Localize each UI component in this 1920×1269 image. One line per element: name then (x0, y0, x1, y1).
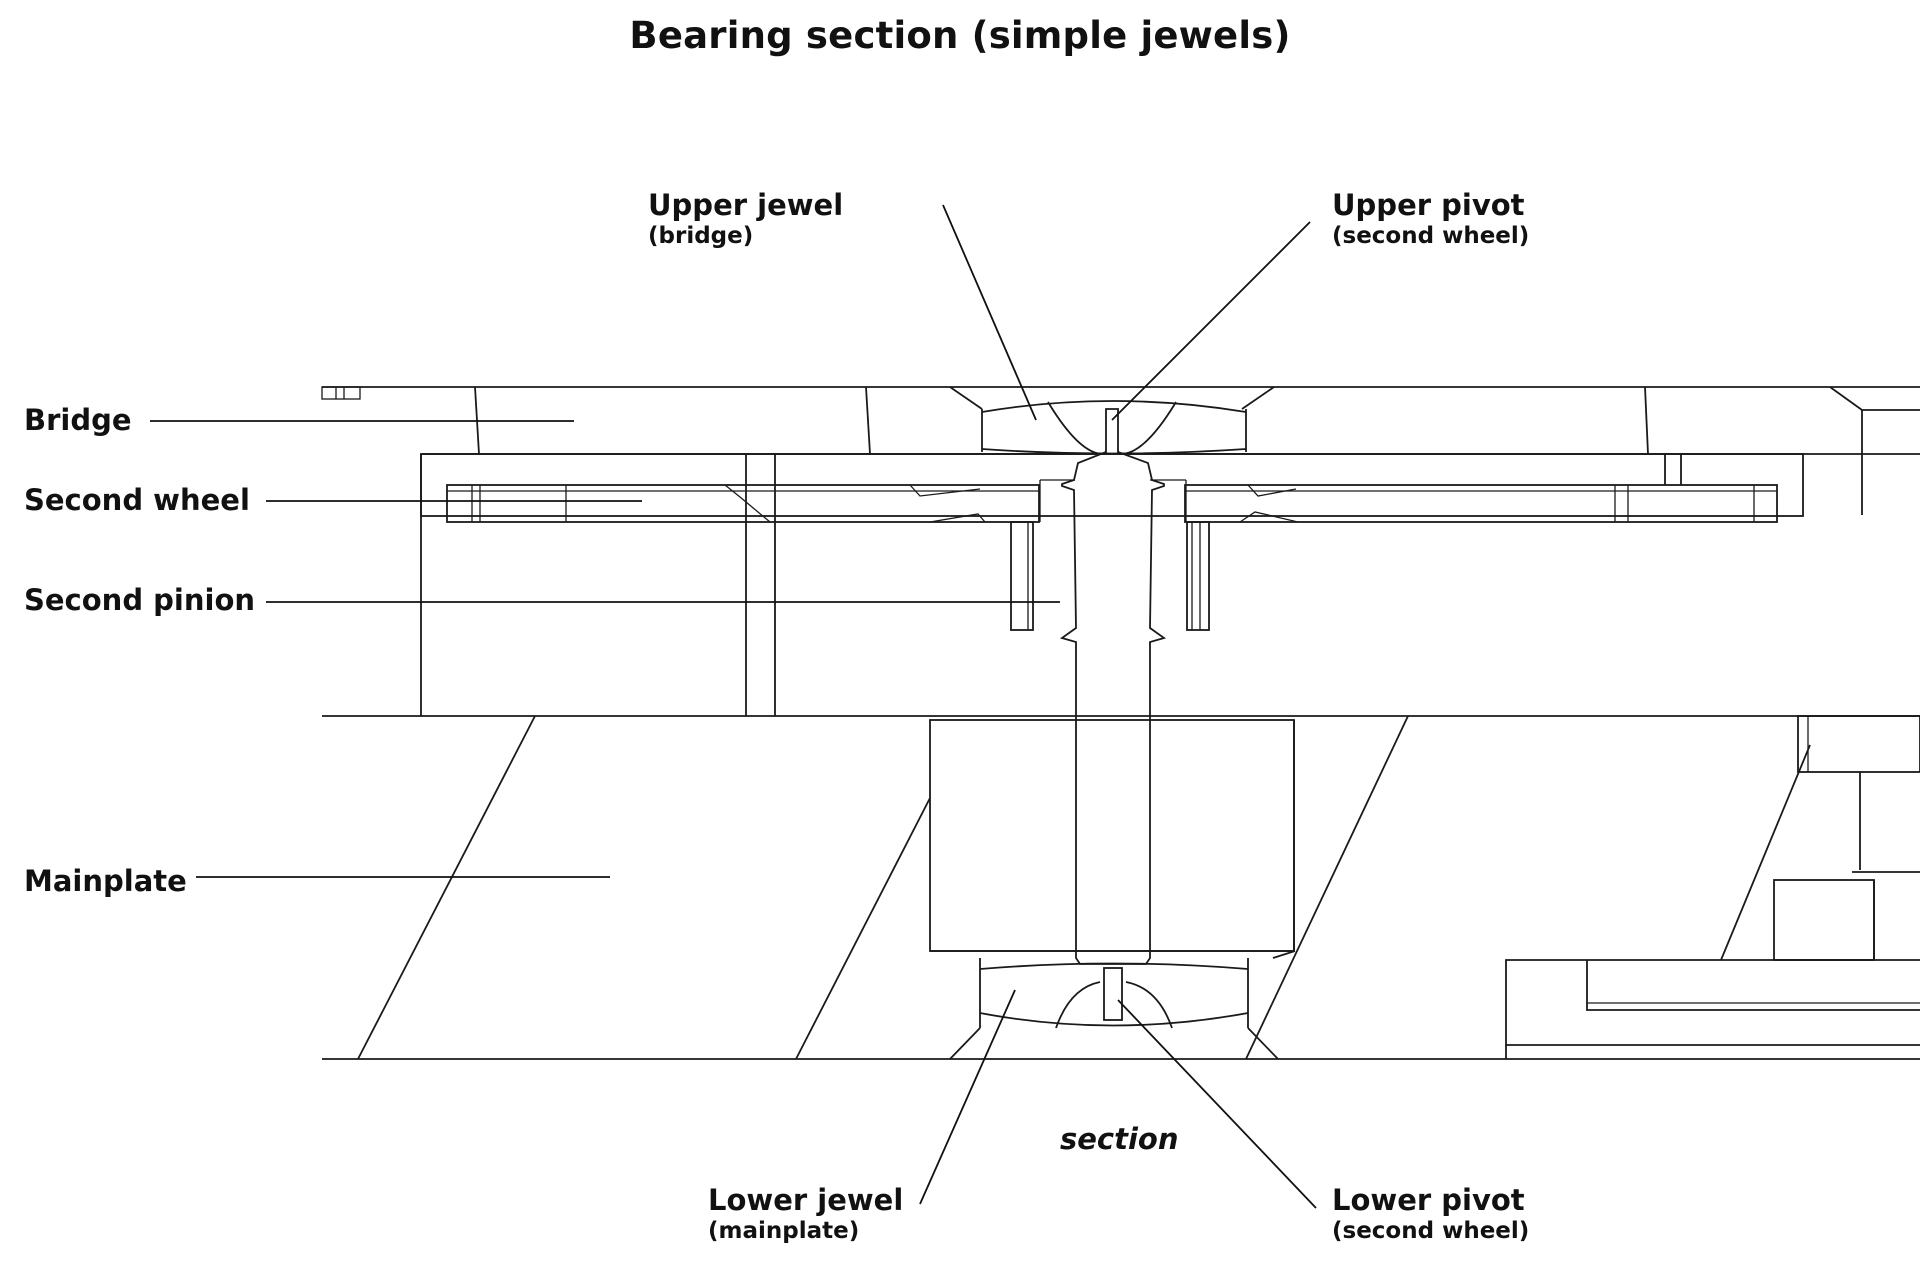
leader-lines (150, 204, 1317, 1209)
label-second-wheel: Second wheel (24, 483, 250, 517)
leader-lower-jewel (919, 989, 1016, 1205)
lower-jewel (930, 950, 1294, 1060)
right-side-parts (1505, 715, 1920, 1059)
second-wheel (420, 453, 1804, 716)
leader-upper-pivot (1111, 221, 1311, 421)
label-mainplate: Mainplate (24, 864, 187, 898)
label-lower-jewel: Lower jewel (mainplate) (708, 1183, 903, 1245)
label-lower-pivot: Lower pivot (second wheel) (1332, 1183, 1529, 1245)
arbor (1039, 408, 1187, 965)
label-lower-pivot-sub: (second wheel) (1332, 1218, 1530, 1244)
label-bridge: Bridge (24, 403, 132, 437)
label-upper-pivot: Upper pivot (second wheel) (1332, 188, 1529, 250)
label-lower-pivot-main: Lower pivot (1332, 1183, 1525, 1217)
label-second-pinion: Second pinion (24, 583, 256, 617)
leader-lower-pivot (1117, 999, 1317, 1209)
section-caption: section (1060, 1122, 1179, 1156)
label-upper-jewel-main: Upper jewel (648, 188, 844, 222)
label-upper-pivot-main: Upper pivot (1332, 188, 1525, 222)
upper-jewel (949, 386, 1275, 455)
label-upper-jewel-sub: (bridge) (648, 223, 754, 249)
label-lower-jewel-main: Lower jewel (708, 1183, 904, 1217)
leader-upper-jewel (942, 204, 1037, 421)
label-upper-pivot-sub: (second wheel) (1332, 223, 1530, 249)
bridge-plate (321, 386, 1920, 515)
label-lower-jewel-sub: (mainplate) (708, 1218, 860, 1244)
second-pinion (1010, 521, 1210, 631)
diagram-title: Bearing section (simple jewels) (629, 14, 1291, 57)
label-upper-jewel: Upper jewel (bridge) (648, 188, 843, 250)
